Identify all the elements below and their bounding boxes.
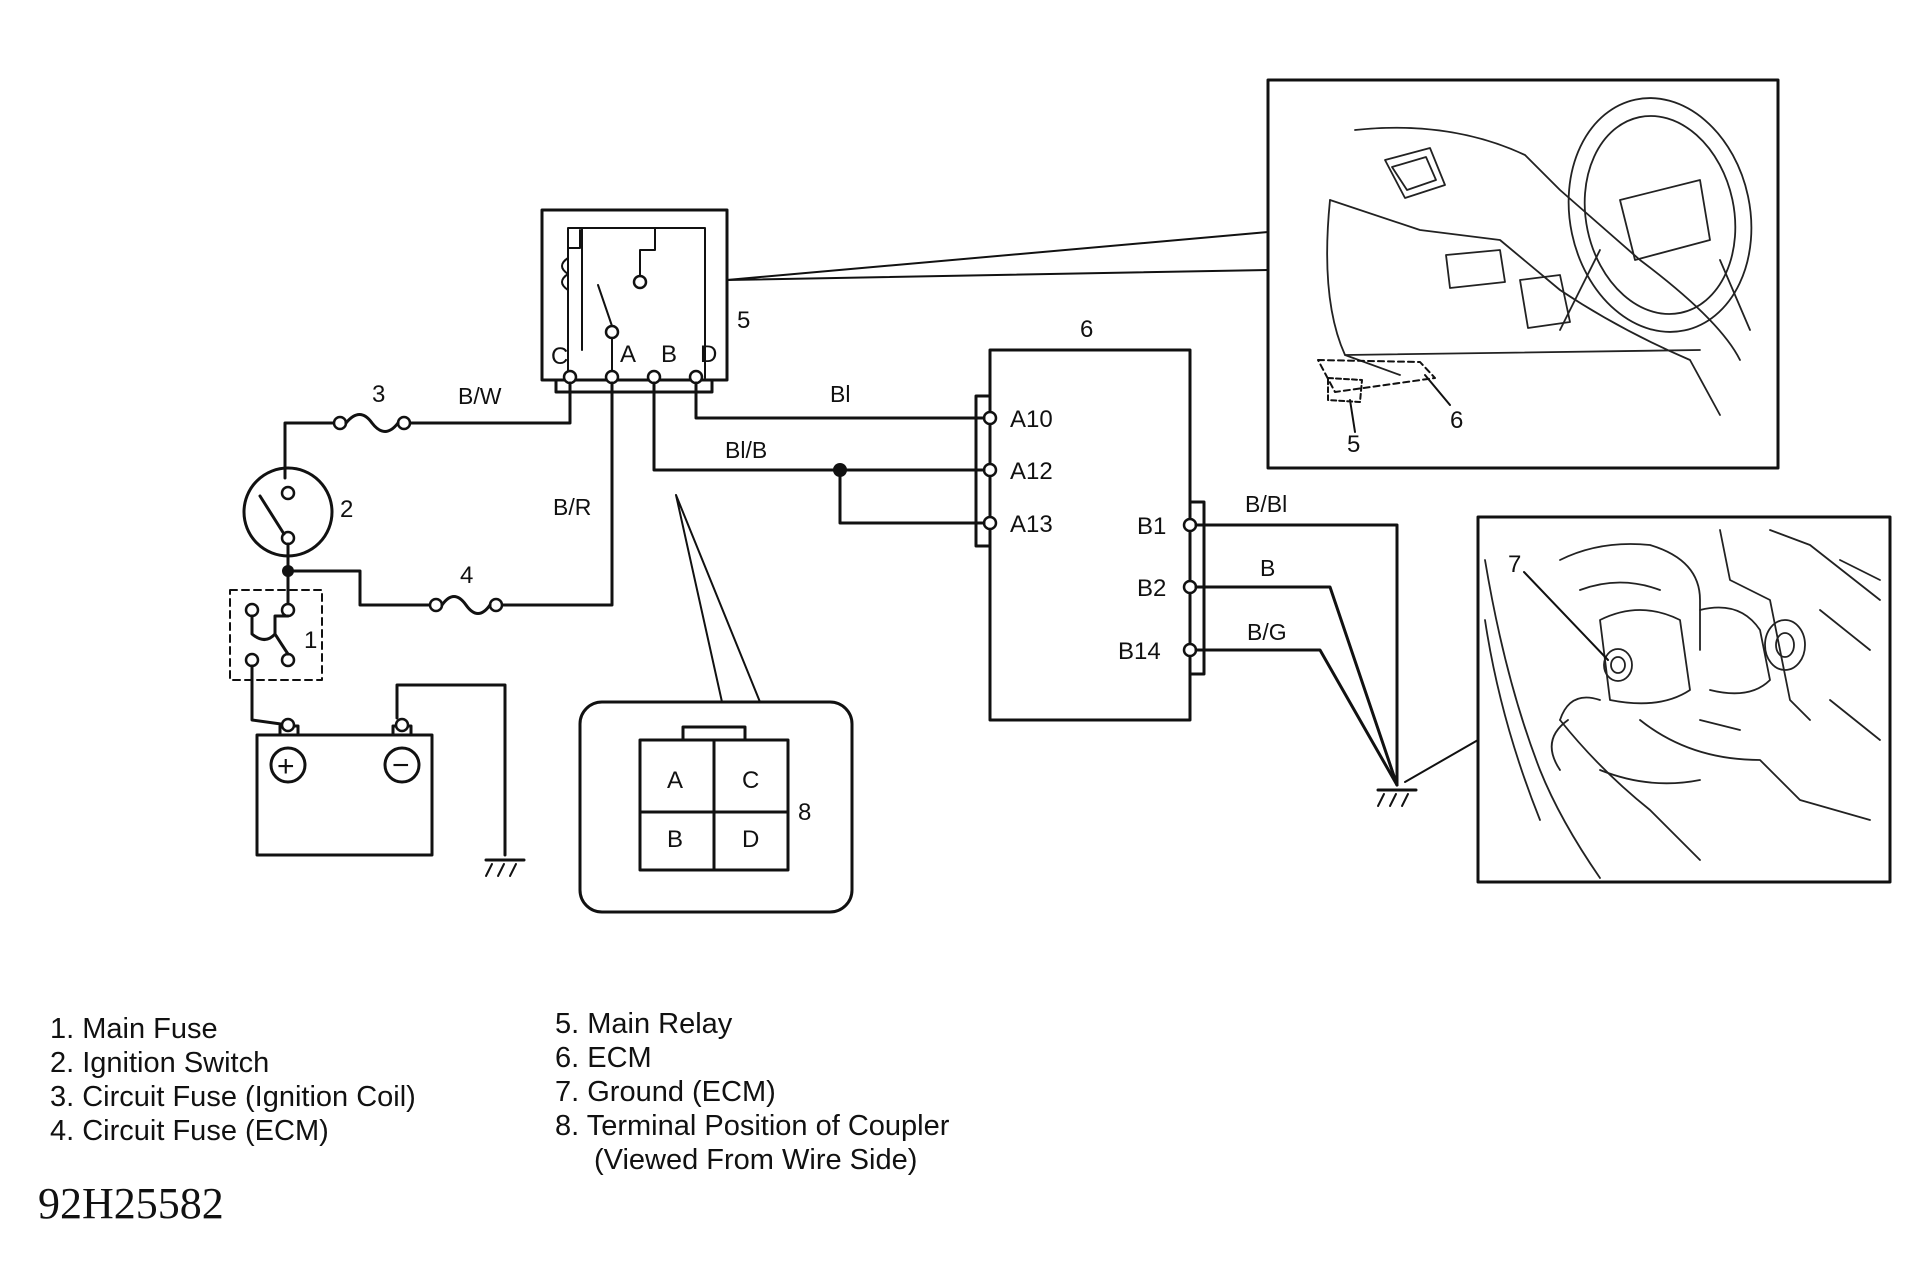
legend-item: 2. Ignition Switch [50, 1047, 269, 1079]
circuit-fuse-ignition-coil: 3 [332, 381, 412, 433]
ecm-ground-icon [1376, 788, 1418, 807]
wire-label-blb: Bl/B [725, 437, 767, 463]
legend-item: 3. Circuit Fuse (Ignition Coil) [50, 1081, 416, 1113]
wire-label-br: B/R [553, 494, 591, 520]
legend-item: 1. Main Fuse [50, 1013, 218, 1045]
legend: 1. Main Fuse 2. Ignition Switch 3. Circu… [50, 1008, 950, 1176]
wire-label-bg: B/G [1247, 619, 1287, 645]
legend-item: 8. Terminal Position of Coupler [555, 1110, 950, 1142]
ignition-switch: 2 [242, 466, 353, 577]
coupler-number: 8 [798, 799, 811, 826]
ecm-terminal-b14: B14 [1118, 638, 1161, 665]
legend-item: 5. Main Relay [555, 1008, 733, 1040]
wire-label-bbl: B/Bl [1245, 491, 1287, 517]
inset-ground-label: 7 [1508, 551, 1521, 578]
legend-item: (Viewed From Wire Side) [594, 1144, 917, 1176]
legend-item: 6. ECM [555, 1042, 652, 1074]
relay-terminal-a: A [620, 341, 636, 368]
wires [283, 381, 1399, 857]
legend-item: 7. Ground (ECM) [555, 1076, 776, 1108]
ground-location-inset: 7 [1404, 515, 1892, 884]
ecm-number: 6 [1080, 316, 1093, 343]
main-fuse-number: 1 [304, 627, 317, 654]
coupler-cell-c: C [742, 767, 759, 794]
ecm: A10 A12 A13 B1 B2 B14 6 [974, 316, 1206, 722]
ecm-terminal-b2: B2 [1137, 575, 1166, 602]
legend-item: 4. Circuit Fuse (ECM) [50, 1115, 329, 1147]
inset-relay-label: 5 [1347, 431, 1360, 458]
fuse-4-number: 4 [460, 562, 473, 589]
relay-number: 5 [737, 307, 750, 334]
ecm-terminal-a12: A12 [1010, 458, 1053, 485]
battery-positive-icon: + [277, 750, 295, 783]
main-fuse: 1 [229, 569, 323, 727]
coupler-cell-b: B [667, 826, 683, 853]
circuit-fuse-ecm: 4 [428, 562, 504, 615]
relay-terminal-b: B [661, 341, 677, 368]
relay-location-inset: 5 6 [726, 78, 1780, 470]
battery-ground-icon [484, 858, 526, 877]
wire-label-bw: B/W [458, 383, 502, 409]
ignition-switch-number: 2 [340, 496, 353, 523]
coupler-cell-d: D [742, 826, 759, 853]
wire-label-bl: Bl [830, 381, 850, 407]
ecm-terminal-a13: A13 [1010, 511, 1053, 538]
wire-label-b: B [1260, 555, 1275, 581]
ecm-terminal-a10: A10 [1010, 406, 1053, 433]
coupler-terminal-position: A C B D 8 [578, 494, 854, 914]
inset-ecm-label: 6 [1450, 407, 1463, 434]
fuse-3-number: 3 [372, 381, 385, 408]
relay-terminal-c: C [551, 343, 568, 370]
coupler-cell-a: A [667, 767, 683, 794]
battery: + − [255, 717, 434, 857]
ecm-terminal-b1: B1 [1137, 513, 1166, 540]
relay-terminal-d: D [700, 341, 717, 368]
main-relay: C A B D 5 [540, 208, 750, 394]
figure-code: 92H25582 [38, 1179, 224, 1228]
battery-negative-icon: − [392, 749, 410, 782]
